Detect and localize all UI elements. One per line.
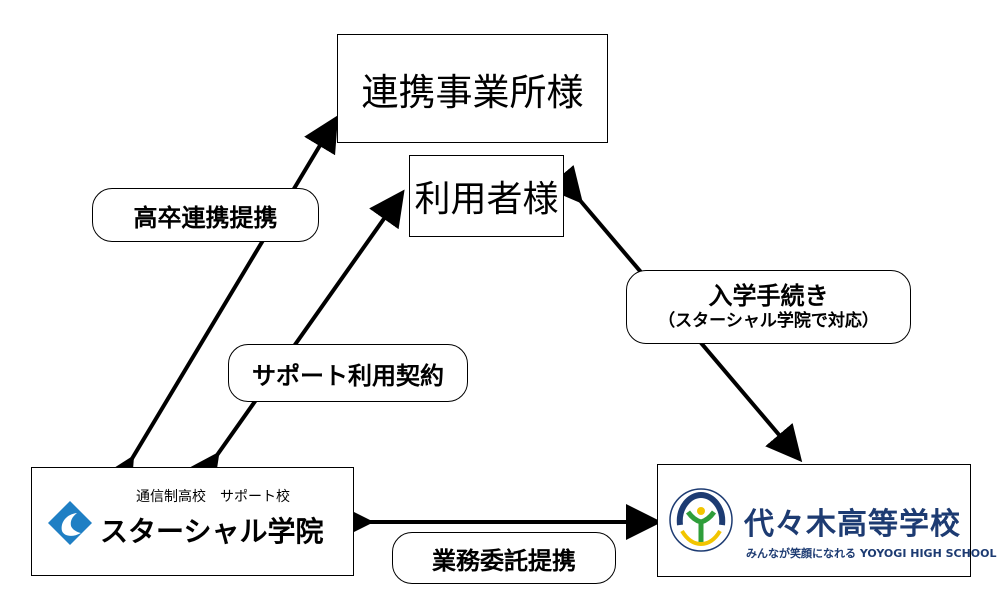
label-business-outsourcing: 業務委託提携 [392,532,616,584]
partner-label: 連携事業所様 [361,70,584,114]
yoyogi-emblem-icon [669,488,733,552]
arrow-starshall-partner [100,115,339,496]
user-box: 利用者様 [409,155,564,237]
label-highschool-partnership: 高卒連携提携 [92,188,319,242]
label-support-contract: サポート利用契約 [228,344,468,402]
user-label: 利用者様 [414,179,559,220]
enrollment-note: （スターシャル学院で対応） [658,311,879,332]
label-enrollment: 入学手続き （スターシャル学院で対応） [626,270,911,344]
starshall-box: 通信制高校 サポート校 スターシャル学院 [31,467,354,576]
starshall-name: スターシャル学院 [100,515,324,548]
yoyogi-name: 代々木高等学校 [744,507,961,542]
arrow-starshall-user [184,189,405,492]
starshall-subtitle: 通信制高校 サポート校 [136,489,290,505]
partner-box: 連携事業所様 [337,34,608,143]
yoyogi-box: 代々木高等学校 みんなが笑顔になれる YOYOGI HIGH SCHOOL [657,464,997,577]
yoyogi-tagline: みんなが笑顔になれる YOYOGI HIGH SCHOOL [746,547,997,560]
enrollment-title: 入学手続き [708,282,829,311]
starshall-logo-icon [48,501,92,545]
